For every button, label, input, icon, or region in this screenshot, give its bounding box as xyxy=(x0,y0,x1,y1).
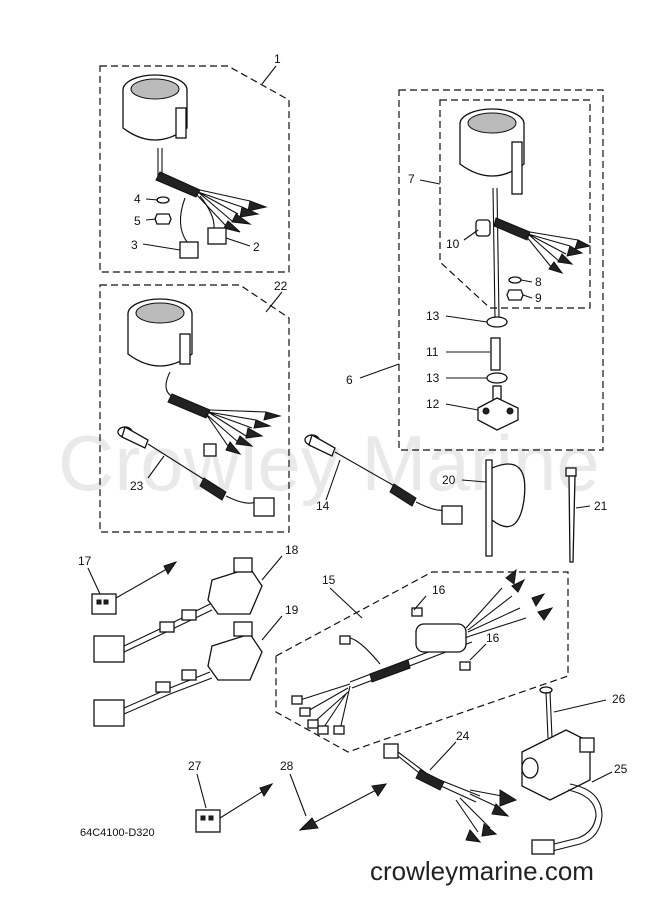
cable-14 xyxy=(304,434,463,525)
callout-8: 8 xyxy=(535,275,542,289)
callout-11: 11 xyxy=(426,345,439,359)
sensor-25 xyxy=(521,729,603,855)
connector-16-upper xyxy=(411,607,423,617)
hose-11 xyxy=(490,337,501,371)
callout-26: 26 xyxy=(612,692,626,706)
harness-18 xyxy=(93,557,263,663)
callout-16-lower: 16 xyxy=(486,631,500,645)
callout-16-upper: 16 xyxy=(432,583,446,597)
callout-27: 27 xyxy=(188,759,202,773)
callout-28: 28 xyxy=(280,759,294,773)
cable-23 xyxy=(117,426,275,517)
gauge-7 xyxy=(459,108,592,319)
group-box-22 xyxy=(99,284,290,533)
callout-9: 9 xyxy=(535,291,542,305)
callout-12: 12 xyxy=(426,397,440,411)
hose-20 xyxy=(485,459,526,557)
fitting-12 xyxy=(477,385,519,431)
callout-labels: 1 2 3 4 5 6 7 8 9 10 11 12 13 13 14 15 1… xyxy=(78,52,628,776)
callout-18: 18 xyxy=(285,543,299,557)
nut-5 xyxy=(154,213,172,225)
group-box-6 xyxy=(398,89,604,451)
callout-20: 20 xyxy=(442,473,456,487)
group-box-7 xyxy=(439,99,591,309)
callout-10: 10 xyxy=(446,237,460,251)
callout-6: 6 xyxy=(346,373,353,387)
cap-10 xyxy=(475,219,491,237)
wire-28-end-b xyxy=(371,783,388,797)
callout-3: 3 xyxy=(131,238,138,252)
callout-25: 25 xyxy=(614,762,628,776)
footer-brand: crowleymarine.com xyxy=(370,856,594,886)
callout-7: 7 xyxy=(408,172,415,186)
wire-28-end-a xyxy=(298,817,319,831)
tie-21-head xyxy=(565,467,577,477)
clamp-13-lower xyxy=(486,372,508,384)
washer-4 xyxy=(156,196,170,204)
callout-2: 2 xyxy=(253,240,260,254)
diagram-code: 64C4100-D320 xyxy=(80,827,155,839)
connector-27 xyxy=(195,809,221,833)
screw-26 xyxy=(539,686,553,739)
washer-8 xyxy=(508,276,522,284)
callout-4: 4 xyxy=(134,192,141,206)
clamp-13-upper xyxy=(486,316,508,328)
callout-24: 24 xyxy=(456,729,470,743)
callout-17: 17 xyxy=(78,554,92,568)
callout-21: 21 xyxy=(594,499,608,513)
connector-16-lower xyxy=(459,661,471,671)
callout-23: 23 xyxy=(130,479,144,493)
tie-21-strap xyxy=(568,475,576,563)
callout-14: 14 xyxy=(316,499,330,513)
connector-3 xyxy=(179,241,199,259)
callout-15: 15 xyxy=(322,573,336,587)
callout-13-lower: 13 xyxy=(426,371,440,385)
harness-24 xyxy=(383,743,518,843)
connector-2 xyxy=(207,227,227,245)
gauge-22 xyxy=(127,298,282,457)
callout-13-upper: 13 xyxy=(426,309,440,323)
callout-19: 19 xyxy=(285,603,299,617)
nut-9 xyxy=(506,289,524,301)
callout-22: 22 xyxy=(274,279,288,293)
callout-1: 1 xyxy=(274,52,281,66)
harness-19 xyxy=(93,621,263,727)
group-box-15 xyxy=(275,571,569,753)
harness-15 xyxy=(291,568,554,735)
gauge-1 xyxy=(122,74,268,233)
callout-5: 5 xyxy=(134,214,141,228)
leader-lines xyxy=(87,65,613,819)
connector-17 xyxy=(91,593,117,615)
